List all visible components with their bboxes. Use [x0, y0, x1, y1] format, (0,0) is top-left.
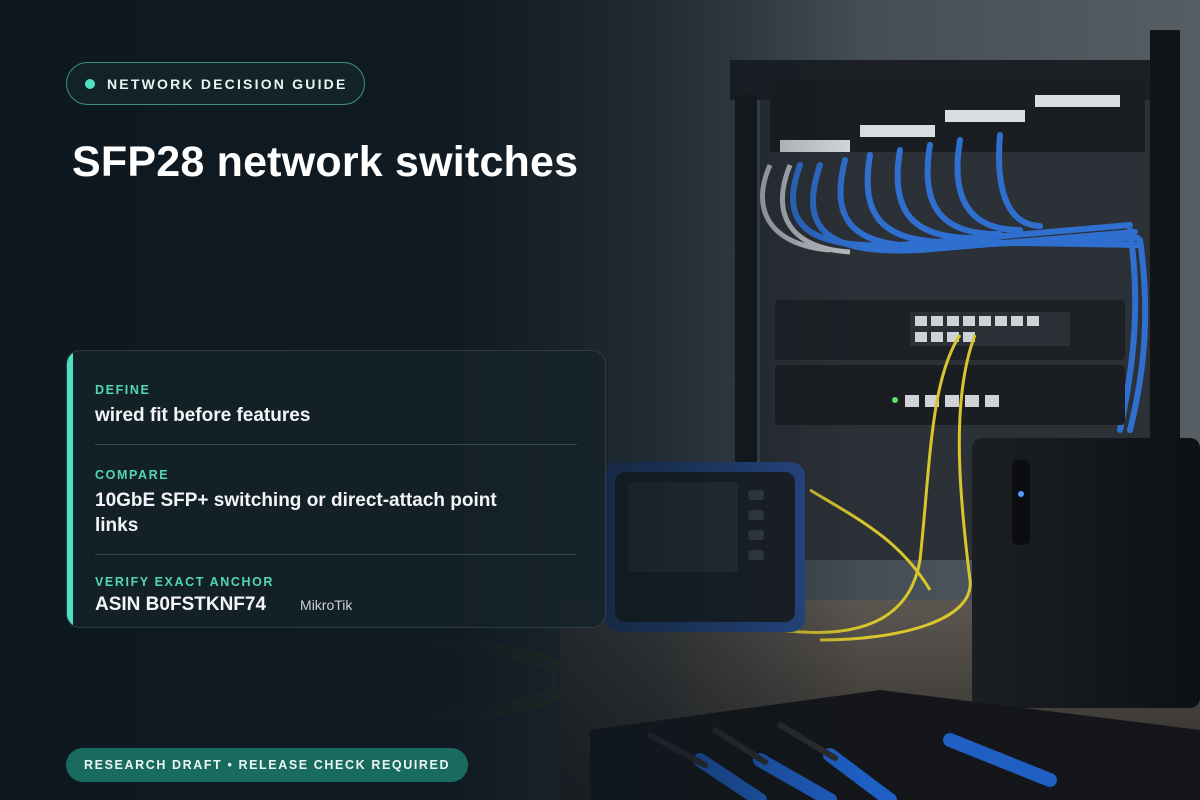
- verify-section: VERIFY EXACT ANCHOR ASIN B0FSTKNF74 Mikr…: [95, 575, 577, 616]
- verify-label: VERIFY EXACT ANCHOR: [95, 575, 275, 589]
- verify-asin: ASIN B0FSTKNF74: [95, 594, 267, 615]
- verify-brand: MikroTik: [300, 597, 353, 613]
- define-value: wired fit before features: [95, 405, 311, 426]
- define-section: DEFINE wired fit before features: [95, 383, 577, 428]
- card-divider: [95, 554, 577, 555]
- verify-row: ASIN B0FSTKNF74 MikroTik: [95, 594, 577, 616]
- card-accent-bar: [67, 351, 73, 627]
- card-divider: [95, 444, 577, 445]
- compare-value: 10GbE SFP+ switching or direct-attach po…: [95, 490, 497, 536]
- status-dot-icon: [85, 78, 95, 89]
- eyebrow-label: NETWORK DECISION GUIDE: [107, 75, 348, 92]
- eyebrow-badge: NETWORK DECISION GUIDE: [66, 62, 365, 105]
- footer-status-badge: RESEARCH DRAFT • RELEASE CHECK REQUIRED: [66, 748, 469, 782]
- footer-label: RESEARCH DRAFT • RELEASE CHECK REQUIRED: [84, 758, 451, 772]
- compare-label: COMPARE: [95, 468, 170, 482]
- info-card: DEFINE wired fit before features COMPARE…: [66, 350, 606, 628]
- define-label: DEFINE: [95, 383, 151, 397]
- compare-section: COMPARE 10GbE SFP+ switching or direct-a…: [95, 468, 577, 538]
- page-title: SFP28 network switches: [72, 138, 579, 186]
